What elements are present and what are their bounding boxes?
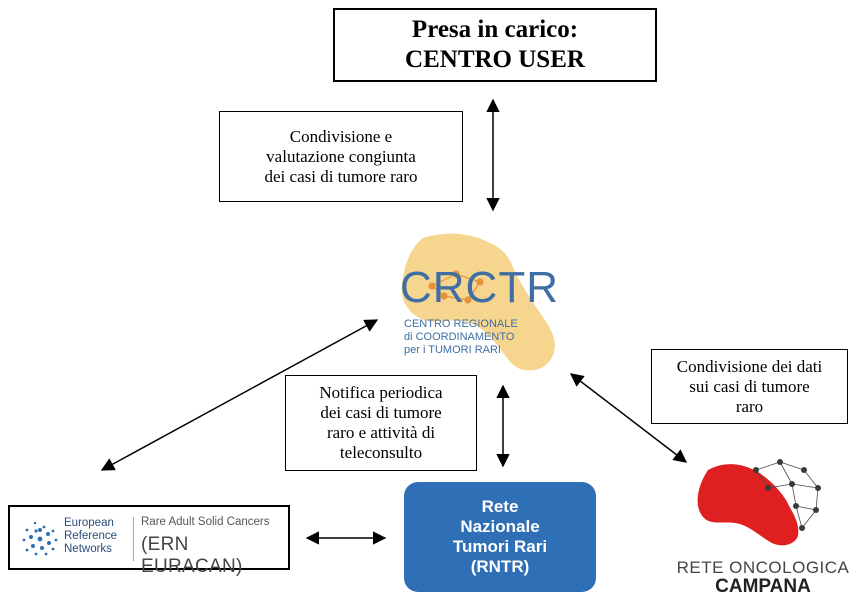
roc-line1: RETE ONCOLOGICA [676,558,850,577]
ern-dots-logo-icon [22,521,58,556]
note-line: raro [735,396,764,416]
roc-logo: RETE ONCOLOGICA CAMPANA [668,448,858,597]
note-condivisione-valutazione: Condivisione e valutazione congiunta dei… [219,111,463,202]
ern-name: European Reference Networks [64,517,117,556]
rntr-line4: (RNTR) [470,557,530,576]
ern-euracan-box: European Reference Networks Rare Adult S… [8,505,290,577]
campania-map-shape [401,233,555,371]
crctr-line2: di COORDINAMENTO [404,331,515,343]
rntr-line1: Rete [481,497,519,516]
note-line: Condivisione e [289,126,393,146]
crctr-line1: CENTRO REGIONALE [404,318,518,330]
note-notifica-periodica: Notifica periodica dei casi di tumore ra… [285,375,477,471]
note-line: dei casi di tumore [320,403,442,422]
arrow-crctr-ern [100,319,379,471]
arrow-crctr-roc [569,373,688,463]
crctr-acronym: CRCTR [400,263,559,312]
ern-name-line3: Networks [64,543,112,555]
note-line: Notifica periodica [319,383,443,402]
note-condivisione-dati: Condivisione dei dati sui casi di tumore… [651,349,848,424]
crctr-logo: CRCTR CENTRO REGIONALE di COORDINAMENTO … [388,228,568,378]
rntr-line3: Tumori Rari [452,537,548,556]
roc-line2: CAMPANA [715,576,811,597]
note-line: raro e attività di [326,423,436,442]
note-line: teleconsulto [339,443,423,462]
ern-separator [133,517,134,561]
note-line: Condivisione dei dati [676,356,823,376]
rntr-box: Rete Nazionale Tumori Rari (RNTR) [404,482,596,592]
presa-in-carico-box: Presa in carico: CENTRO USER [333,8,657,82]
crctr-line3: per i TUMORI RARI [404,344,501,356]
ern-acronym: (ERN EURACAN) [141,534,243,577]
ern-name-line2: Reference [64,530,118,542]
note-line: dei casi di tumore raro [264,166,418,186]
roc-network-map-icon [697,459,821,546]
note-line: sui casi di tumore [689,376,810,396]
ern-subtitle: Rare Adult Solid Cancers [141,516,270,528]
rntr-line2: Nazionale [460,517,540,536]
presa-title-line1: Presa in carico: [411,16,579,43]
ern-name-line1: European [64,517,114,529]
note-line: valutazione congiunta [266,146,416,166]
presa-title-line2: CENTRO USER [405,46,585,73]
